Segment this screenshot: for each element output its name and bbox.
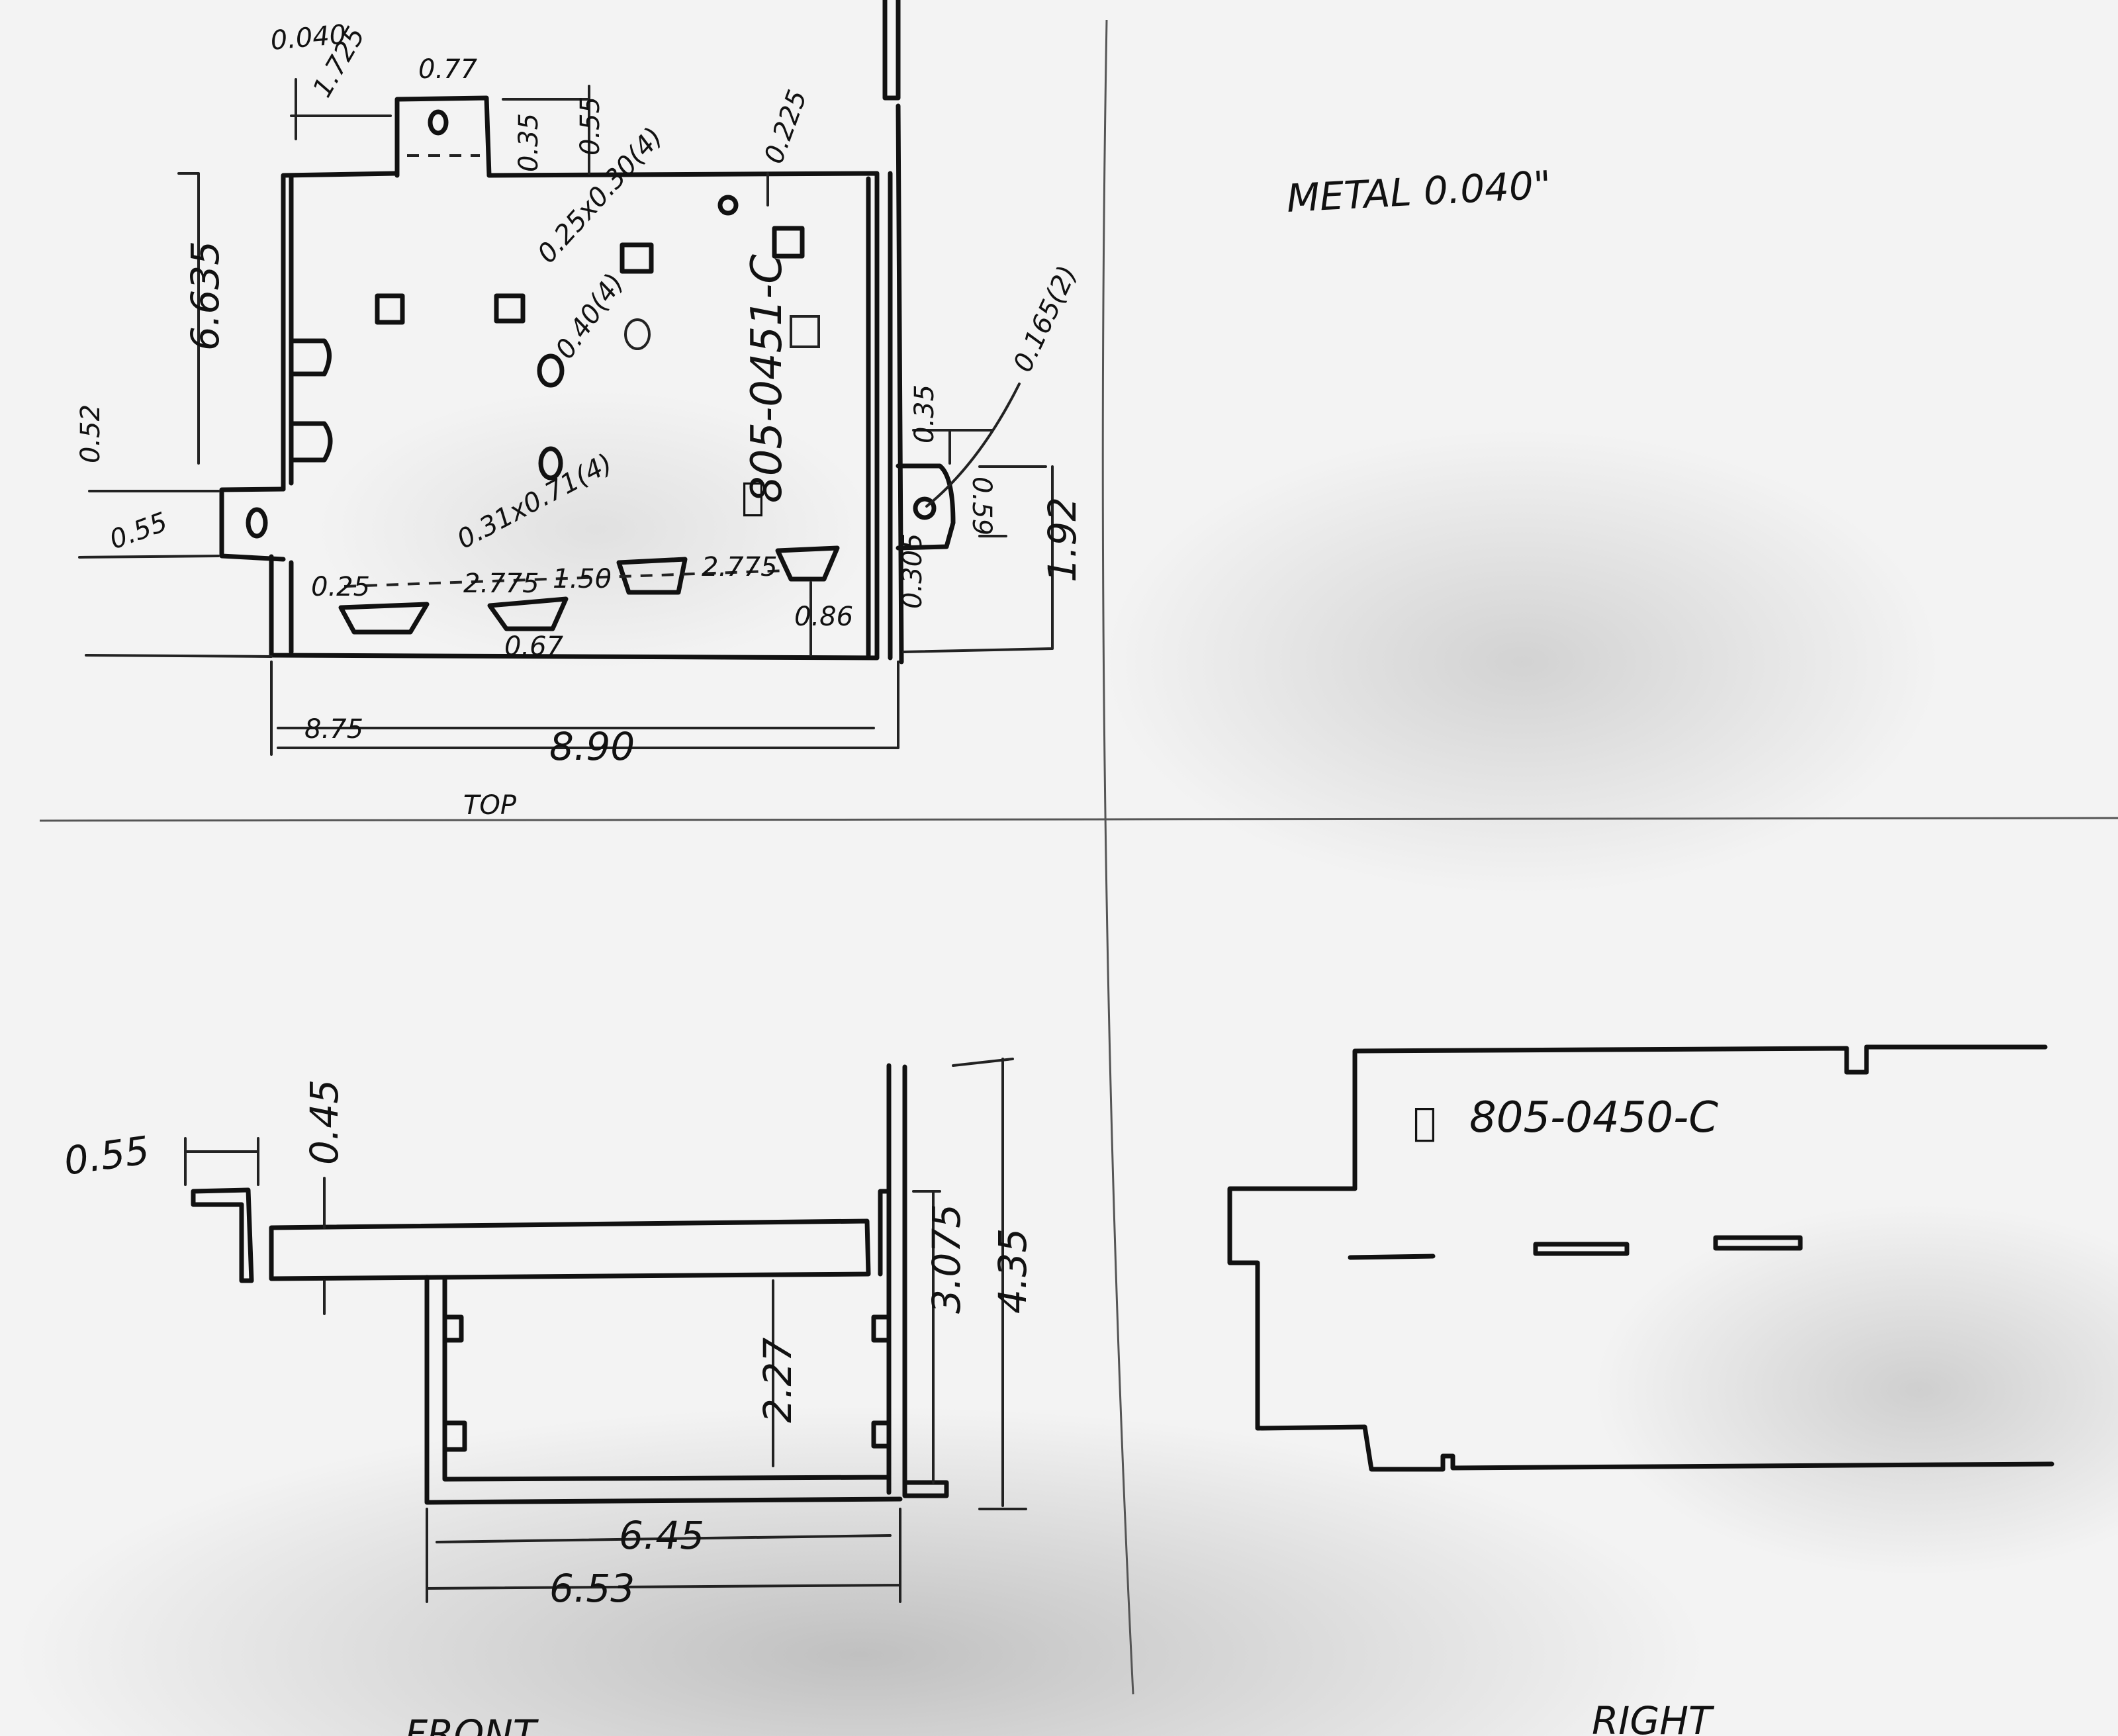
dim-right-tab-offset: 0.305: [898, 533, 928, 609]
apple-logo-icon: : [741, 474, 764, 519]
dimension-lines: [78, 78, 1054, 756]
dim-thickness: 0.040: [269, 19, 347, 56]
round-hole: [624, 318, 651, 350]
right-view-title: RIGHT: [1592, 1698, 1715, 1736]
dim-cutout-pitch-1: 2.775: [463, 569, 539, 599]
front-tab: [442, 1314, 464, 1343]
dim-cutout-edge: 0.25: [311, 572, 370, 602]
apple-logo-icon: : [1413, 1099, 1436, 1144]
dim-cutout-gap: 1.50: [553, 564, 612, 594]
front-side-wall: [424, 1063, 949, 1505]
front-tab: [871, 1314, 892, 1343]
dim-depth: 6.635: [183, 241, 228, 351]
dim-right-tab-height: 0.59: [966, 477, 997, 535]
front-view-title: FRONT: [405, 1712, 539, 1736]
dim-tab-height: 0.55: [575, 97, 606, 156]
part-number-top: 805-0451-C: [743, 254, 792, 503]
dim-inner-width: 8.75: [304, 714, 363, 745]
dim-lip-width: 0.55: [61, 1128, 152, 1184]
round-hole: [537, 353, 565, 388]
top-view-inner-edge: [289, 175, 871, 658]
dim-right-holes: 0.165(2): [1007, 261, 1083, 377]
cutout-centerlines: [344, 569, 788, 588]
dim-trapezoid-cutouts: 0.31x0.71(4): [452, 448, 618, 555]
top-view-title: TOP: [463, 790, 517, 821]
front-left-lip: [191, 1187, 254, 1283]
dim-side-height: 3.075: [924, 1204, 969, 1314]
right-flange: [882, 0, 904, 664]
front-view: 0.55 0.45 2.27 3.075 4.35 6.45 6.53 FRON…: [61, 1058, 1035, 1736]
side-slot: [289, 421, 333, 463]
top-tab-hole: [428, 109, 449, 136]
dim-cutout-from-bottom: 0.86: [794, 602, 853, 632]
right-view:  805-0450-C RIGHT: [1227, 1044, 2054, 1736]
trapezoid-cutout: [616, 557, 688, 595]
right-view-slot: [1533, 1242, 1630, 1256]
vertical-fold-line: [1101, 19, 1134, 1695]
square-hole: [772, 226, 805, 259]
part-number-right: 805-0450-C: [1469, 1093, 1718, 1142]
top-view-outline: [269, 171, 880, 661]
front-right-bracket: [878, 1189, 892, 1277]
dim-front-inner-width: 6.45: [619, 1513, 704, 1558]
dim-left-tab-width: 0.55: [106, 507, 171, 556]
trapezoid-cutout: [775, 545, 840, 582]
front-tab: [871, 1420, 892, 1449]
square-hole: [620, 242, 654, 274]
front-top-plate: [269, 1218, 871, 1281]
front-dimension-lines: [184, 1058, 1027, 1603]
top-tab: [394, 95, 492, 178]
right-tab: [896, 463, 956, 551]
right-tab-hole: [913, 496, 937, 520]
dim-cutout-pitch-2: 2.775: [702, 552, 778, 582]
right-view-outline: [1227, 1044, 2054, 1472]
left-tab: [219, 486, 286, 562]
dim-inner-height: 2.27: [755, 1338, 800, 1423]
dim-cutout-width: 0.67: [504, 631, 564, 662]
square-hole: [375, 293, 405, 325]
square-hole: [494, 293, 526, 324]
dim-tab-width: 0.77: [418, 54, 478, 85]
dim-right-tab-from-bottom: 1.92: [1040, 497, 1085, 582]
dim-tab-slot-depth: 0.35: [514, 113, 544, 172]
front-tab: [442, 1420, 467, 1452]
trapezoid-cutout: [487, 596, 569, 631]
dim-outer-width: 8.90: [549, 724, 635, 769]
dim-right-tab-slot: 0.35: [909, 385, 940, 443]
dim-front-outer-width: 6.53: [549, 1566, 635, 1611]
dim-left-tab-offset: 0.52: [75, 404, 106, 463]
side-slot: [289, 338, 332, 377]
right-view-slot: [1713, 1235, 1803, 1251]
horizontal-fold-line: [39, 816, 2118, 822]
left-tab-hole: [246, 507, 268, 539]
material-note: METAL 0.040": [1285, 162, 1552, 221]
round-hole: [538, 446, 563, 480]
dim-round-holes: 0.40(4): [550, 268, 630, 365]
square-hole: [790, 315, 820, 348]
dim-hole-offset-top: 0.225: [759, 86, 813, 167]
round-hole: [717, 195, 739, 216]
right-view-slot: [1348, 1254, 1436, 1260]
top-view: 0.040 1.725 0.77 0.35 0.55 0.225 0.25x0.…: [75, 0, 1085, 821]
dim-plate-thickness: 0.45: [302, 1079, 347, 1165]
trapezoid-cutout: [338, 602, 430, 635]
dim-total-height: 4.35: [990, 1228, 1035, 1314]
